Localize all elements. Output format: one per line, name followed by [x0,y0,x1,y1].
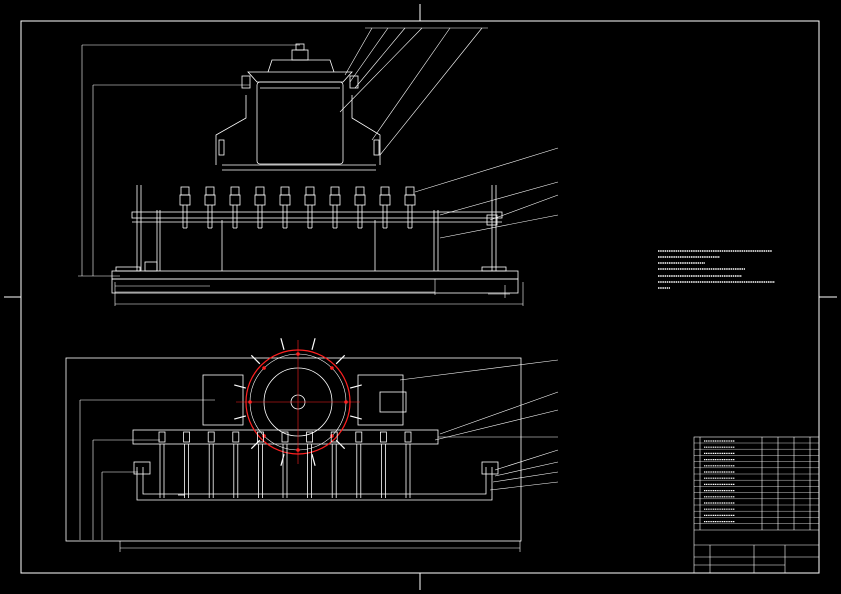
sheet-border [4,4,837,590]
turntable-bolt [262,366,266,370]
turntable-spoke [350,384,362,389]
front-view-leaders [339,27,559,239]
front-nozzle [329,186,341,229]
front-view [111,43,519,294]
turntable-bolt [330,434,334,438]
top-nozzle [256,431,264,498]
front-view-nozzles [179,186,416,229]
turntable-bolt [344,400,348,404]
turntable [234,338,362,466]
turntable-bolt [262,434,266,438]
top-nozzle [281,431,289,498]
turntable-spoke [350,415,362,420]
front-nozzle [254,186,266,229]
front-view-dimensions [78,44,524,306]
front-nozzle [404,186,416,229]
turntable-spoke [250,354,261,365]
front-nozzle [204,186,216,229]
turntable-bolt [330,366,334,370]
top-view-nozzles [158,431,412,498]
top-nozzle [404,431,412,498]
front-nozzle [179,186,191,229]
front-nozzle [279,186,291,229]
turntable-spoke [234,415,246,420]
top-view-leaders [399,359,559,491]
turntable-spoke [250,439,261,450]
turntable-bolt [296,448,300,452]
top-nozzle [183,431,191,498]
turntable-spoke [311,338,316,350]
top-nozzle [207,431,215,498]
top-nozzle [232,431,240,498]
turntable-bolt [248,400,252,404]
front-nozzle [379,186,391,229]
top-nozzle [158,431,166,498]
top-nozzle [355,431,363,498]
top-nozzle [379,431,387,498]
turntable-bolt [296,352,300,356]
turntable-spoke [335,354,346,365]
top-nozzle [330,431,338,498]
turntable-spoke [280,338,285,350]
turntable-spoke [311,454,316,466]
front-nozzle [354,186,366,229]
front-nozzle [304,186,316,229]
turntable-spoke [280,454,285,466]
parts-list-rows [694,440,819,524]
front-nozzle [229,186,241,229]
top-view-dimensions [79,399,521,552]
turntable-spoke [234,384,246,389]
notes-lines [658,250,775,289]
technical-notes [658,250,775,289]
top-nozzle [306,431,314,498]
